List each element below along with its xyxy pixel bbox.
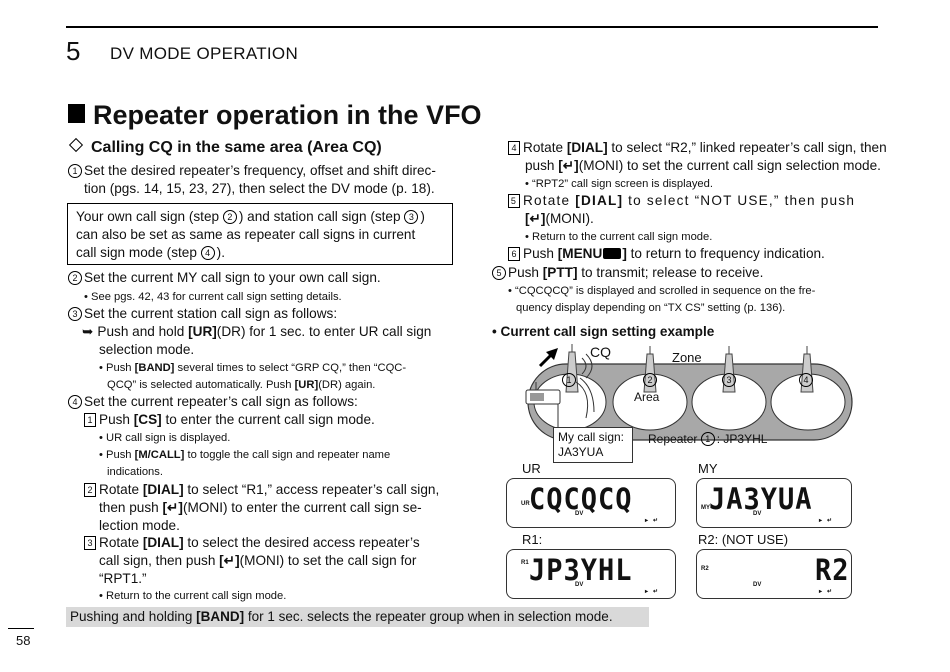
arrow-icon: ➥ <box>82 324 94 339</box>
footer-note: Pushing and holding [BAND] for 1 sec. se… <box>70 609 613 624</box>
r2-display-label: R2: (NOT USE) <box>698 532 789 547</box>
chapter-title: DV MODE OPERATION <box>110 44 299 63</box>
zone-number-3: 3 <box>722 372 738 387</box>
r1-display-label: R1: <box>522 532 543 547</box>
square-bullet-icon <box>68 104 85 123</box>
zone-number-2: 2 <box>643 372 659 387</box>
my-display-label: MY <box>698 461 718 476</box>
signal-arcs-icon <box>575 353 595 419</box>
r1-display: R1 JP3YHL DV ▸ ↵ <box>506 549 676 599</box>
repeater-info: Repeater 1: JP3YHL <box>648 432 768 446</box>
zone-label: Zone <box>672 350 702 365</box>
area-label: Area <box>634 390 660 404</box>
example-title: • Current call sign setting example <box>492 324 715 339</box>
header-rule <box>66 26 878 28</box>
step-1-cont: tion (pgs. 14, 15, 23, 27), then select … <box>84 181 435 196</box>
section-title: Repeater operation in the VFO <box>68 100 482 131</box>
cq-arrow-icon <box>538 348 558 368</box>
my-call-box: My call sign: JA3YUA <box>553 427 633 463</box>
page-number-rule <box>8 628 34 629</box>
chapter-number: 5 <box>66 36 81 66</box>
step-3-arrow-line: ➥Push and hold [UR](DR) for 1 sec. to en… <box>82 324 432 339</box>
step-2-note: • See pgs. 42, 43 for current call sign … <box>84 291 342 303</box>
ur-display-label: UR <box>522 461 541 476</box>
cq-label: CQ <box>590 344 611 360</box>
key-icon <box>603 248 622 259</box>
zone-number-4: 4 <box>799 372 815 387</box>
diamond-bullet-icon <box>68 137 84 153</box>
note-box: Your own call sign (step 2) and station … <box>67 203 453 265</box>
zone-number-1: 1 <box>562 372 578 387</box>
my-display: MY JA3YUA DV ▸ ↵ <box>696 478 852 528</box>
r2-display: R2 R2 DV ▸ ↵ <box>696 549 852 599</box>
ur-display: UR CQCQCQ DV ▸ ↵ <box>506 478 676 528</box>
page-number: 58 <box>16 633 31 648</box>
subsection-title: Calling CQ in the same area (Area CQ) <box>68 137 382 157</box>
footer-band <box>66 607 649 627</box>
